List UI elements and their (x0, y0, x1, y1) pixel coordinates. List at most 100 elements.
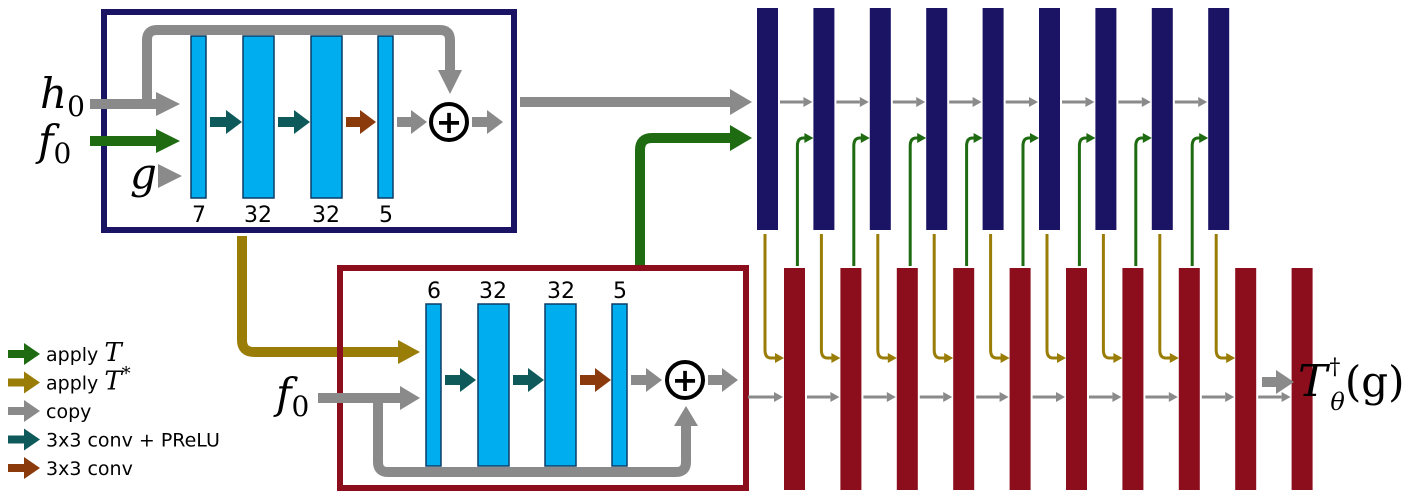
conv-arrow-icon (8, 464, 26, 472)
apply-T-star-connector (237, 236, 400, 357)
chain-apply-T-star-arrow (876, 234, 889, 360)
chain-apply-T-star-arrowhead (1169, 353, 1179, 363)
apply-T-connector (635, 133, 733, 266)
dual-chain-copy-arrowhead (1225, 392, 1235, 402)
legend-label: 3x3 conv (46, 458, 133, 480)
dual-conv-layer-3 (544, 303, 577, 467)
dual-iteration-column (1009, 268, 1031, 490)
primal-chain-copy-arrowhead (916, 97, 926, 107)
dual-iteration-column (1122, 268, 1144, 490)
dual-conv-layer-2 (477, 303, 510, 467)
apply-T-arrow-icon (8, 350, 26, 358)
dual-copy-to-sum-arrowhead (646, 368, 662, 392)
dual-chain-copy-arrowhead (1112, 392, 1122, 402)
dual-chain-copy-arrowhead (774, 392, 783, 402)
primal-iteration-column (1095, 8, 1117, 230)
primal-input-f0-label: f0 (35, 116, 71, 170)
primal-conv-layer-2 (242, 35, 275, 199)
dual-iteration-column (784, 268, 805, 490)
primal-chain-copy-arrowhead (1085, 97, 1095, 107)
legend-item: copy (8, 400, 91, 423)
legend-item: apply T* (8, 364, 131, 397)
chain-apply-T-arrowhead (804, 133, 814, 143)
conv-prelu-arrow-icon-head (24, 428, 40, 451)
primal-iteration-column (757, 8, 778, 230)
dual-conv-prelu-arrowhead-2 (528, 368, 544, 392)
primal-skip-arrow (142, 25, 463, 104)
apply-T-connector-head (730, 125, 752, 151)
chain-apply-T-star-arrow (1214, 234, 1228, 360)
primal-conv-prelu-arrowhead-1 (226, 110, 242, 134)
dual-conv-layer-4 (611, 303, 628, 467)
chain-apply-T-arrowhead (1142, 133, 1152, 143)
apply-T-star-arrow-icon-head (24, 371, 40, 394)
dual-conv-arrowhead (595, 368, 611, 392)
dual-skip-arrowhead (674, 406, 698, 426)
legend-label: 3x3 conv + PReLU (46, 430, 220, 452)
primal-channels-4: 5 (379, 203, 393, 228)
dual-channels-1: 6 (427, 279, 441, 304)
conv-prelu-arrow-icon (8, 435, 26, 444)
dual-chain-copy-arrowhead (830, 392, 840, 402)
primal-iteration-column (813, 8, 835, 230)
chain-apply-T-star-arrowhead (1226, 353, 1236, 363)
output-label: T†θ(g) (1298, 355, 1404, 416)
dual-sum-out-arrowhead (722, 368, 738, 392)
chain-apply-T-arrow (1021, 136, 1031, 266)
primal-channels-1: 7 (192, 203, 206, 228)
chain-apply-T-star-arrow (1158, 234, 1171, 360)
chain-apply-T-arrowhead (1086, 133, 1096, 143)
dual-chain-copy-arrowhead (886, 392, 896, 402)
legend-label: apply T (46, 338, 123, 368)
dual-sum-node (665, 360, 705, 400)
dual-block-frame (337, 265, 749, 491)
primal-chain-copy-arrowhead (1141, 97, 1151, 107)
dual-iteration-column (1066, 268, 1087, 490)
chain-apply-T-star-arrow (989, 234, 1002, 360)
chain-apply-T-star-arrowhead (831, 353, 841, 363)
primal-block-frame (101, 9, 517, 233)
chain-apply-T-arrow (908, 136, 919, 266)
primal-iteration-column (1039, 8, 1060, 230)
primal-conv-layer-1 (190, 35, 207, 199)
primal-sum-symbol: + (436, 103, 463, 141)
apply-T-star-connector-head (398, 340, 420, 364)
primal-iteration-column (926, 8, 948, 230)
dual-chain-copy-arrowhead (999, 392, 1009, 402)
dual-chain-copy-arrowhead (1281, 392, 1291, 402)
dual-chain-copy-arrowhead (1168, 392, 1178, 402)
chain-apply-T-star-arrow (932, 234, 946, 360)
primal-iteration-column (1151, 8, 1173, 230)
chain-apply-T-star-arrowhead (1000, 353, 1010, 363)
primal-chain-copy-arrowhead (1198, 97, 1208, 107)
chain-apply-T-star-arrow (763, 234, 776, 360)
legend-item: 3x3 conv + PReLU (8, 428, 220, 452)
primal-conv-prelu-arrowhead-2 (294, 110, 310, 134)
dual-channels-3: 32 (547, 279, 575, 304)
chain-apply-T-star-arrowhead (775, 353, 784, 363)
dual-iteration-column (840, 268, 862, 490)
primal-iteration-column (982, 8, 1004, 230)
dual-conv-prelu-arrowhead-1 (460, 368, 476, 392)
primal-channels-3: 32 (312, 203, 340, 228)
chain-apply-T-arrow (852, 136, 862, 266)
dual-sum-symbol: + (672, 361, 699, 399)
legend-item: 3x3 conv (8, 457, 133, 480)
dual-iteration-column (1235, 268, 1257, 490)
primal-input-h0-label: h0 (40, 69, 85, 123)
chain-apply-T-arrow (1134, 136, 1144, 266)
dual-chain-copy-arrowhead (943, 392, 953, 402)
primal-copy-to-sum-arrowhead (411, 110, 427, 134)
primal-iteration-column (1208, 8, 1230, 230)
primal-iteration-column (869, 8, 891, 230)
chain-apply-T-arrow (965, 136, 975, 266)
chain-apply-T-arrow (1190, 136, 1201, 266)
primal-conv-layer-3 (310, 35, 343, 199)
legend-label: apply T* (46, 364, 131, 397)
dual-iteration-column (1178, 268, 1200, 490)
primal-to-chain-arrowhead (730, 89, 752, 115)
apply-T-star-arrow-icon (8, 378, 26, 387)
chain-apply-T-star-arrowhead (1113, 353, 1123, 363)
